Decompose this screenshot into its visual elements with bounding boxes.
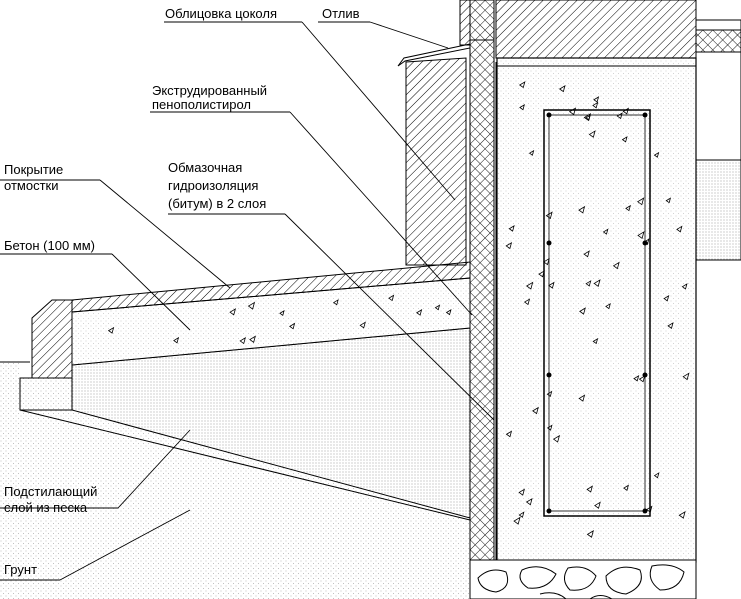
label-concrete: Бетон (100 мм) [4,238,95,253]
aggregate-mark [542,257,550,266]
aggregate-mark [519,103,525,111]
label-coating-line1: Обмазочная [168,160,242,175]
aggregate-mark [518,511,525,518]
aggregate-mark [594,501,601,509]
rubble-base [469,559,697,599]
label-sand-line2: слой из песка [4,500,88,515]
aggregate-mark [579,307,586,315]
aggregate-mark [585,280,592,287]
labels: Облицовка цоколя Отлив Экструдированный … [4,6,360,577]
aggregate-mark [173,336,180,344]
aggregate-mark [578,394,586,402]
aggregate-mark [638,375,646,383]
aggregate-mark [505,430,513,438]
aggregate-mark [633,375,640,382]
label-xps-line2: пенополистирол [152,97,251,112]
aggregate-mark [682,372,690,381]
aggregate-mark [518,488,525,496]
reinforcement-cage [543,109,651,517]
aggregate-mark [583,113,592,122]
aggregate-mark [229,308,236,316]
aggregate-mark [583,250,590,258]
aggregate-mark [513,516,521,525]
aggregate-mark [663,295,670,302]
aggregate-mark [676,225,683,233]
aggregate-mark [588,130,596,138]
aggregate-mark [416,309,423,316]
label-coating-line3: (битум) в 2 слоя [168,196,266,211]
aggregate-mark [525,497,533,506]
plinth-cladding [405,57,467,266]
aggregate-mark [605,302,611,310]
label-paving-line1: Покрытие [4,162,63,177]
label-paving-line2: отмостки [4,178,58,193]
aggregate-mark [526,281,534,290]
aggregate-mark [621,136,628,143]
aggregate-mark [593,96,600,103]
aggregate-mark [586,530,594,538]
aggregate-mark [616,112,623,120]
aggregate-mark [239,337,246,345]
label-drip-flashing: Отлив [322,6,360,21]
aggregate-mark [625,204,631,212]
aggregate-mark [592,101,599,109]
label-plinth-cladding: Облицовка цоколя [165,6,277,21]
aggregate-mark [518,81,526,89]
aggregate-mark [523,298,531,306]
aggregate-mark [332,299,339,306]
foundation-strip [496,57,697,563]
aggregate-mark [593,279,601,287]
aggregate-mark [653,472,660,479]
floor-slab [695,19,741,261]
aggregate-mark [279,309,285,316]
aggregate-mark [592,337,599,345]
label-sand-line1: Подстилающий [4,484,97,499]
aggregate-mark [532,406,539,415]
aggregate-mark [552,434,561,443]
aggregate-mark [528,149,535,156]
aggregate-mark [623,484,629,491]
masonry-wall [495,0,697,59]
aggregate-mark [247,301,256,310]
aggregate-mark [359,321,366,329]
label-xps-line1: Экструдированный [152,83,267,98]
aggregate-mark [508,225,515,232]
aggregate-mark [602,228,609,235]
aggregate-mark [678,510,686,519]
aggregate-mark [548,281,555,289]
aggregate-mark [637,231,645,240]
aggregate-mark [681,283,688,290]
label-soil: Грунт [4,562,37,577]
aggregate-mark [653,151,660,158]
aggregate-mark [665,197,672,204]
aggregate-mark [434,304,441,311]
aggregate-mark [505,241,513,250]
aggregate-mark [612,261,620,270]
aggregate-mark [558,85,566,93]
aggregate-mark [667,322,674,329]
aggregate-mark [578,205,586,214]
aggregate-mark [249,335,256,343]
aggregate-mark [289,322,296,330]
aggregate-mark [586,485,593,493]
aggregate-mark [636,197,645,206]
aggregate-mark [445,309,452,316]
wall-finish-layers [459,0,495,46]
aggregate-mark [388,294,395,302]
curb-block [31,299,73,379]
leader-lines [0,21,495,581]
xps-insulation [469,39,495,599]
label-coating-line2: гидроизоляция [168,178,258,193]
aggregate-mark [107,326,115,334]
